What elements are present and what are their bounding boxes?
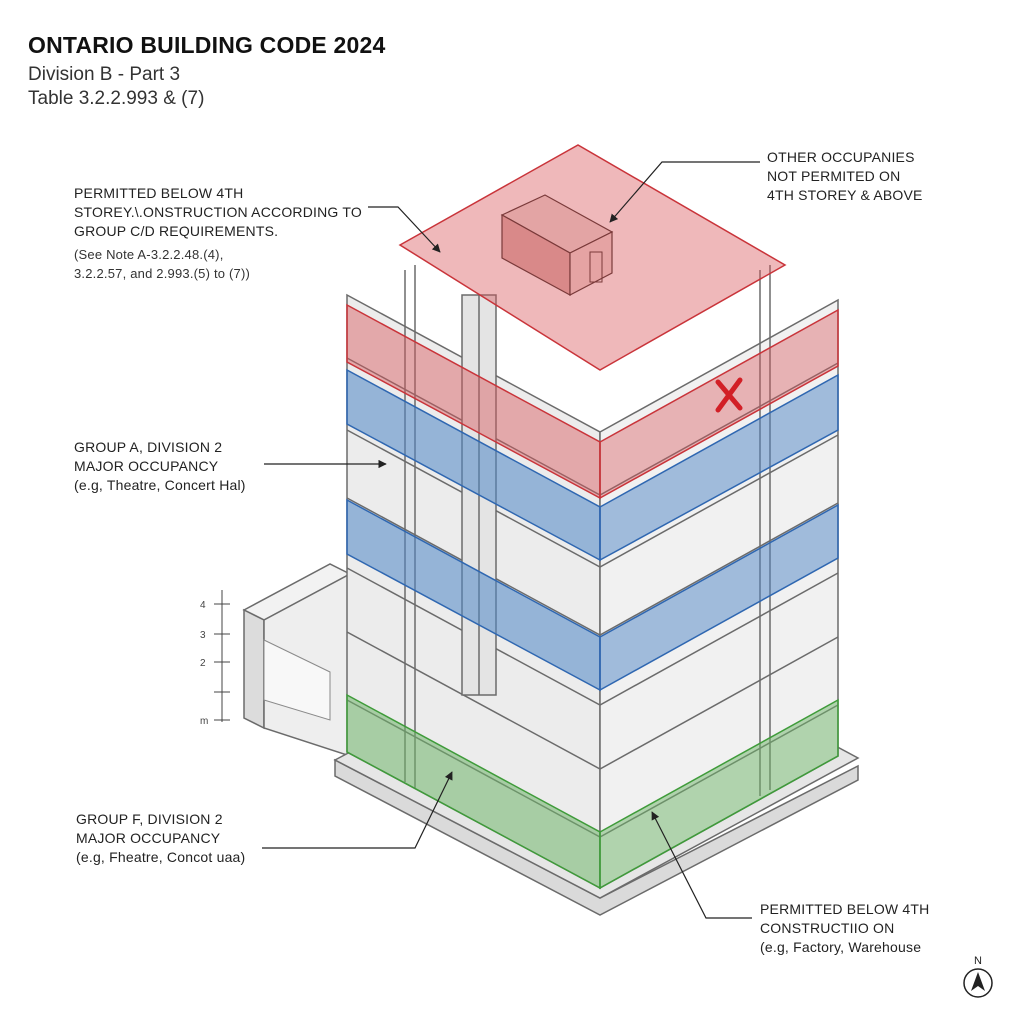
blue-occupancy-zone-lower <box>346 498 839 692</box>
callout-bottom-right-line3: (e.g, Factory, Warehouse <box>760 939 922 955</box>
callout-top-left-line4: (See Note A-3.2.2.48.(4), <box>74 247 224 262</box>
rooftop-unit <box>500 194 614 297</box>
callout-bottom-right-line1: PERMITTED BELOW 4TH <box>760 901 930 917</box>
page-subtitle-table: Table 3.2.2.993 & (7) <box>28 88 205 109</box>
callout-bottom-left: GROUP F, DIVISION 2 MAJOR OCCUPANCY (e.g… <box>76 810 245 867</box>
podium-block <box>242 563 352 758</box>
north-arrow-icon <box>963 968 993 998</box>
callout-top-left-line2: STOREY.\.ONSTRUCTION ACCORDING TO <box>74 204 362 220</box>
scale-mark-2: 2 <box>200 658 206 669</box>
height-scale <box>214 590 230 722</box>
green-occupancy-zone <box>346 693 839 890</box>
page-title: ONTARIO BUILDING CODE 2024 <box>28 32 386 58</box>
callout-mid-left: GROUP A, DIVISION 2 MAJOR OCCUPANCY (e.g… <box>74 438 246 495</box>
callout-bottom-right: PERMITTED BELOW 4TH CONSTRUCTIIO ON (e.g… <box>760 900 929 957</box>
callout-top-right-line3: 4TH STOREY & ABOVE <box>767 187 923 203</box>
callout-bottom-left-line1: GROUP F, DIVISION 2 <box>76 811 223 827</box>
compass-letter: N <box>974 955 982 967</box>
callout-mid-left-line3: (e.g, Theatre, Concert Hal) <box>74 477 246 493</box>
callout-top-right-line2: NOT PERMITED ON <box>767 168 901 184</box>
compass: N <box>962 955 994 1011</box>
callout-top-right: OTHER OCCUPANIES NOT PERMITED ON 4TH STO… <box>767 148 923 205</box>
callout-mid-left-line2: MAJOR OCCUPANCY <box>74 458 219 474</box>
leader-lines <box>262 161 760 919</box>
callout-top-left-line1: PERMITTED BELOW 4TH <box>74 185 244 201</box>
callout-bottom-left-line2: MAJOR OCCUPANCY <box>76 830 221 846</box>
callout-bottom-left-line3: (e.g, Fheatre, Concot uaa) <box>76 849 246 865</box>
callout-top-left-line3: GROUP C/D REQUIREMENTS. <box>74 223 279 239</box>
scale-mark-4: 4 <box>200 600 206 611</box>
scale-mark-m: m <box>200 716 208 727</box>
page-subtitle-division: Division B - Part 3 <box>28 64 181 85</box>
callout-top-left: PERMITTED BELOW 4TH STOREY.\.ONSTRUCTION… <box>74 184 362 283</box>
callout-top-left-line5: 3.2.2.57, and 2.993.(5) to (7)) <box>74 266 251 281</box>
callout-mid-left-line1: GROUP A, DIVISION 2 <box>74 439 223 455</box>
scale-mark-3: 3 <box>200 630 206 641</box>
callout-bottom-right-line2: CONSTRUCTIIO ON <box>760 920 895 936</box>
blue-occupancy-zone-upper <box>346 368 839 562</box>
callout-top-right-line1: OTHER OCCUPANIES <box>767 149 915 165</box>
prohibited-x-icon <box>715 377 743 413</box>
